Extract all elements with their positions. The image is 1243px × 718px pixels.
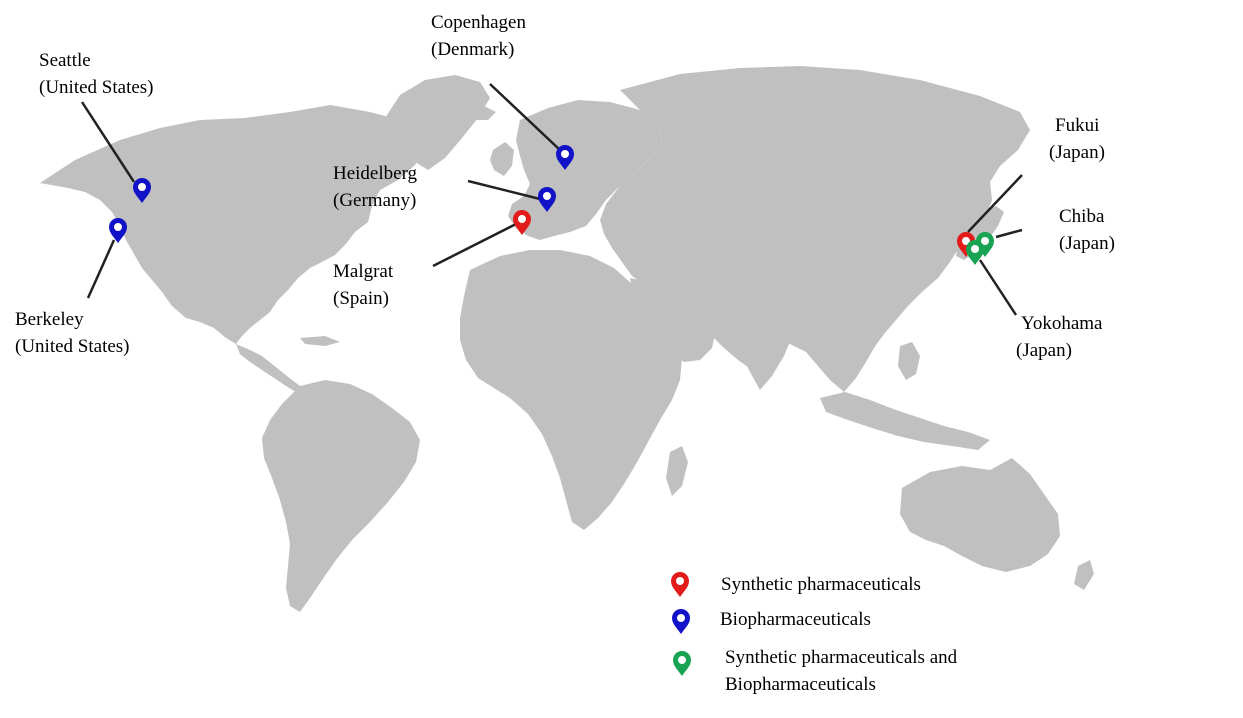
greenland bbox=[385, 75, 490, 170]
label-seattle-name: Seattle bbox=[39, 50, 91, 71]
pin-malgrat[interactable] bbox=[513, 210, 531, 235]
pin-hole bbox=[561, 150, 569, 158]
legend-both-line1: Synthetic pharmaceuticals and bbox=[725, 647, 958, 668]
legend-both: Synthetic pharmaceuticals and Biopharmac… bbox=[725, 644, 957, 698]
legend-pin-synthetic bbox=[671, 572, 689, 597]
indian-subcontinent bbox=[732, 290, 792, 390]
pin-hole bbox=[114, 223, 122, 231]
label-yokohama-name: Yokohama bbox=[1021, 313, 1103, 334]
southeast-asia-islands bbox=[820, 392, 990, 450]
leader-line-fukui bbox=[967, 174, 1023, 233]
australia bbox=[900, 458, 1060, 572]
leader-line-berkeley bbox=[86, 239, 116, 299]
leader-line-yokohama bbox=[978, 259, 1018, 316]
leader-line-heidelberg bbox=[467, 179, 541, 201]
pin-hole bbox=[971, 245, 979, 253]
legend-pin-bio bbox=[672, 609, 690, 634]
label-chiba: Chiba (Japan) bbox=[1059, 203, 1115, 257]
pin-hole bbox=[962, 237, 970, 245]
south-america bbox=[262, 380, 420, 612]
label-fukui-country: (Japan) bbox=[1049, 142, 1105, 163]
pin-yokohama[interactable] bbox=[966, 240, 984, 265]
leader-lines bbox=[80, 83, 1023, 316]
label-heidelberg-country: (Germany) bbox=[333, 190, 417, 211]
legend-bio: Biopharmaceuticals bbox=[720, 609, 871, 630]
label-malgrat-name: Malgrat bbox=[333, 261, 394, 282]
label-berkeley-name: Berkeley bbox=[15, 309, 84, 330]
label-heidelberg-name: Heidelberg bbox=[333, 163, 418, 184]
leader-line-chiba bbox=[995, 228, 1023, 239]
label-yokohama-country: (Japan) bbox=[1016, 340, 1072, 361]
label-chiba-country: (Japan) bbox=[1059, 233, 1115, 254]
pin-hole bbox=[518, 215, 526, 223]
iceland bbox=[468, 106, 496, 120]
pin-hole bbox=[543, 192, 551, 200]
north-america bbox=[40, 105, 428, 344]
label-copenhagen-country: (Denmark) bbox=[431, 39, 515, 60]
pin-hole bbox=[678, 656, 686, 664]
central-america bbox=[236, 344, 300, 392]
leader-line-malgrat bbox=[432, 222, 517, 268]
label-seattle-country: (United States) bbox=[39, 77, 154, 98]
legend-synthetic: Synthetic pharmaceuticals bbox=[721, 574, 921, 595]
pin-copenhagen[interactable] bbox=[556, 145, 574, 170]
legend-both-line2: Biopharmaceuticals bbox=[725, 674, 876, 695]
site-pins bbox=[109, 145, 994, 676]
pin-berkeley[interactable] bbox=[109, 218, 127, 243]
label-fukui: Fukui (Japan) bbox=[1049, 112, 1105, 166]
label-malgrat: Malgrat (Spain) bbox=[333, 258, 393, 312]
uk bbox=[490, 142, 514, 176]
arabian-peninsula bbox=[630, 278, 716, 362]
leader-line-copenhagen bbox=[489, 83, 561, 151]
label-copenhagen-name: Copenhagen bbox=[431, 12, 526, 33]
leader-line-seattle bbox=[80, 101, 136, 183]
label-berkeley-country: (United States) bbox=[15, 336, 130, 357]
madagascar bbox=[666, 446, 688, 496]
pin-hole bbox=[676, 577, 684, 585]
label-berkeley: Berkeley (United States) bbox=[15, 306, 130, 360]
africa bbox=[460, 250, 682, 530]
pin-hole bbox=[138, 183, 146, 191]
label-copenhagen: Copenhagen (Denmark) bbox=[431, 9, 526, 63]
pin-seattle[interactable] bbox=[133, 178, 151, 203]
label-heidelberg: Heidelberg (Germany) bbox=[333, 160, 417, 214]
new-zealand bbox=[1074, 560, 1094, 590]
caribbean-islands bbox=[300, 336, 340, 346]
asia bbox=[600, 66, 1030, 392]
label-yokohama: Yokohama (Japan) bbox=[1016, 310, 1102, 364]
pin-hole bbox=[677, 614, 685, 622]
label-chiba-name: Chiba bbox=[1059, 206, 1105, 227]
legend-pin-both bbox=[673, 651, 691, 676]
label-malgrat-country: (Spain) bbox=[333, 288, 389, 309]
philippines bbox=[898, 342, 920, 380]
pin-heidelberg[interactable] bbox=[538, 187, 556, 212]
label-fukui-name: Fukui bbox=[1055, 115, 1100, 136]
continents bbox=[40, 66, 1094, 612]
label-seattle: Seattle (United States) bbox=[39, 47, 154, 101]
pin-hole bbox=[981, 237, 989, 245]
